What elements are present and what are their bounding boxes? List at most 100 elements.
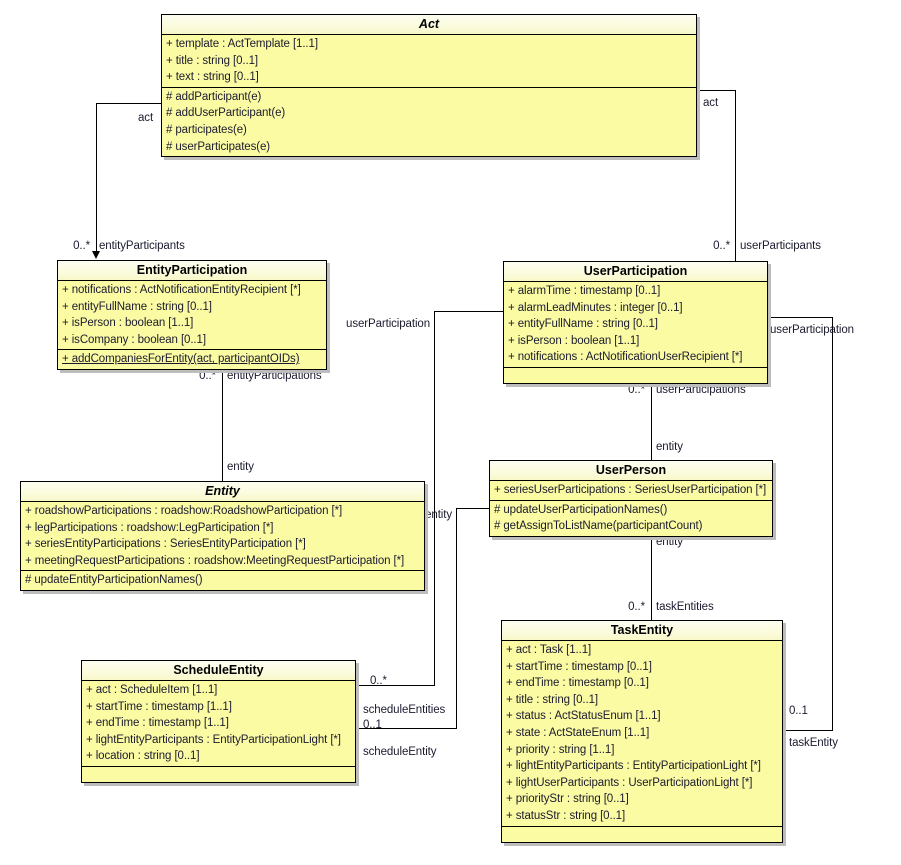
attribute: + statusStr : string [0..1]	[506, 809, 626, 822]
attributes-compartment-entity-participation: + notifications : ActNotificationEntityR…	[58, 281, 326, 349]
attribute: + state : ActStateEnum [1..1]	[506, 726, 650, 739]
attribute: + lightEntityParticipants : EntityPartic…	[506, 760, 761, 773]
attribute: + act : ScheduleItem [1..1]	[86, 684, 218, 696]
operations-compartment-entity: # updateEntityParticipationNames()	[21, 570, 424, 590]
attribute: + endTime : timestamp [1..1]	[86, 717, 229, 730]
edge-label-entity-from-up: entity	[656, 441, 683, 453]
attribute: + seriesEntityParticipations : SeriesEnt…	[25, 538, 306, 551]
edge-label-entity-left-mid: entity	[425, 509, 452, 521]
connector-userperson-scheduleentity-v	[456, 508, 457, 728]
connector-userperson-scheduleentity-h1	[456, 508, 504, 509]
class-box-task-entity[interactable]: TaskEntity + act : Task [1..1] + startTi…	[501, 620, 783, 843]
connector-act-entityparticipants-v	[96, 103, 97, 251]
edge-label-userparticipations-mult: 0..*	[628, 384, 645, 396]
edge-label-scheduleentities-mult: 0..*	[370, 675, 387, 687]
attribute: + priority : string [1..1]	[506, 743, 615, 756]
attribute: + isCompany : boolean [0..1]	[62, 333, 206, 346]
attribute: + template : ActTemplate [1..1]	[166, 38, 318, 50]
attribute: + isPerson : boolean [1..1]	[62, 317, 194, 330]
connector-up-taskentity-h1	[768, 317, 833, 318]
attribute: + status : ActStatusEnum [1..1]	[506, 710, 661, 723]
attribute: + lightEntityParticipants : EntityPartic…	[86, 733, 341, 746]
class-box-user-person[interactable]: UserPerson + seriesUserParticipations : …	[489, 460, 773, 537]
connector-up-taskentity-v	[832, 317, 833, 731]
operations-compartment-user-participation	[504, 366, 767, 383]
edge-label-entity-from-userperson: entity	[656, 536, 683, 548]
operation: # updateEntityParticipationNames()	[25, 574, 203, 587]
edge-label-entityparticipations-mult: 0..*	[199, 370, 216, 382]
class-box-act[interactable]: Act + template : ActTemplate [1..1] + ti…	[161, 14, 697, 158]
edge-label-entity-from-ep: entity	[227, 461, 254, 473]
attribute: + entityFullName : string [0..1]	[508, 318, 658, 331]
edge-label-scheduleentity: scheduleEntity	[363, 746, 437, 758]
edge-label-entityparticipants: entityParticipants	[99, 240, 185, 252]
operation: # getAssignToListName(participantCount)	[494, 520, 703, 533]
attributes-compartment-schedule-entity: + act : ScheduleItem [1..1] + startTime …	[82, 681, 355, 766]
attribute: + notifications : ActNotificationUserRec…	[508, 351, 743, 364]
attribute: + entityFullName : string [0..1]	[62, 300, 212, 313]
connector-userparticipation-userperson	[651, 378, 652, 462]
edge-label-userparticipations: userParticipations	[656, 384, 746, 396]
attributes-compartment-user-person: + seriesUserParticipations : SeriesUserP…	[490, 481, 772, 500]
edge-label-taskentities: taskEntities	[656, 601, 714, 613]
attribute: + meetingRequestParticipations : roadsho…	[25, 554, 405, 567]
attribute: + title : string [0..1]	[166, 54, 258, 67]
connector-act-userparticipants-h	[700, 90, 736, 91]
attribute: + notifications : ActNotificationEntityR…	[62, 284, 301, 296]
class-box-entity[interactable]: Entity + roadshowParticipations : roadsh…	[20, 481, 425, 591]
edge-label-userparticipants: userParticipants	[740, 240, 821, 252]
edge-label-entityparticipations: entityParticipations	[227, 370, 322, 382]
operations-compartment-task-entity	[502, 825, 782, 842]
edge-label-taskentities-mult: 0..*	[628, 601, 645, 613]
attribute: + act : Task [1..1]	[506, 644, 592, 656]
attribute: + isPerson : boolean [1..1]	[508, 334, 640, 347]
edge-label-scheduleentity-mult: 0..1	[363, 719, 382, 731]
operations-compartment-schedule-entity	[82, 765, 355, 782]
class-name-user-participation: UserParticipation	[504, 262, 767, 282]
attribute: + startTime : timestamp [0..1]	[506, 660, 652, 673]
class-name-entity-participation: EntityParticipation	[58, 261, 326, 281]
attribute: + title : string [0..1]	[506, 693, 598, 706]
edge-label-userparticipants-mult: 0..*	[713, 240, 730, 252]
attribute: + priorityStr : string [0..1]	[506, 793, 629, 806]
attribute: + legParticipations : roadshow:LegPartic…	[25, 521, 274, 534]
arrowhead-entityparticipants	[92, 251, 100, 259]
connector-userperson-taskentity	[651, 525, 652, 621]
attributes-compartment-act: + template : ActTemplate [1..1] + title …	[162, 35, 696, 87]
class-box-user-participation[interactable]: UserParticipation + alarmTime : timestam…	[503, 261, 768, 384]
class-name-task-entity: TaskEntity	[502, 621, 782, 641]
class-box-schedule-entity[interactable]: ScheduleEntity + act : ScheduleItem [1..…	[81, 660, 356, 783]
connector-up-scheduleentities-h2	[357, 685, 435, 686]
edge-label-taskentity: taskEntity	[789, 737, 838, 749]
connector-up-scheduleentities-h1	[434, 311, 504, 312]
attribute: + alarmTime : timestamp [0..1]	[508, 285, 661, 297]
connector-act-userparticipants-v	[735, 90, 736, 262]
attribute: + endTime : timestamp [0..1]	[506, 677, 649, 690]
connector-up-scheduleentities-v	[434, 311, 435, 685]
operations-compartment-user-person: # updateUserParticipationNames() # getAs…	[490, 499, 772, 536]
class-name-user-person: UserPerson	[490, 461, 772, 481]
attribute: + lightUserParticipants : UserParticipat…	[506, 776, 753, 789]
edge-label-userparticipation-left: userParticipation	[346, 318, 430, 330]
operations-compartment-act: # addParticipant(e) # addUserParticipant…	[162, 86, 696, 156]
operation: # addParticipant(e)	[166, 90, 262, 103]
operation: # participates(e)	[166, 123, 247, 136]
class-box-entity-participation[interactable]: EntityParticipation + notifications : Ac…	[57, 260, 327, 370]
connector-act-entityparticipants-h	[96, 103, 162, 104]
edge-label-taskentity-mult: 0..1	[789, 705, 808, 717]
edge-label-act-left: act	[138, 112, 154, 124]
attributes-compartment-task-entity: + act : Task [1..1] + startTime : timest…	[502, 641, 782, 826]
attribute: + location : string [0..1]	[86, 750, 200, 763]
connector-userperson-scheduleentity-h2	[357, 728, 457, 729]
attribute: + seriesUserParticipations : SeriesUserP…	[494, 484, 767, 496]
attributes-compartment-user-participation: + alarmTime : timestamp [0..1] + alarmLe…	[504, 282, 767, 367]
connector-up-taskentity-h2	[783, 730, 833, 731]
attribute: + text : string [0..1]	[166, 71, 259, 84]
operation: # addUserParticipant(e)	[166, 107, 286, 120]
attribute: + startTime : timestamp [1..1]	[86, 700, 232, 713]
edge-label-userparticipation-right: userParticipation	[770, 324, 854, 336]
attribute: + roadshowParticipations : roadshow:Road…	[25, 505, 343, 517]
class-name-act: Act	[162, 15, 696, 35]
operation: # userParticipates(e)	[166, 140, 271, 153]
